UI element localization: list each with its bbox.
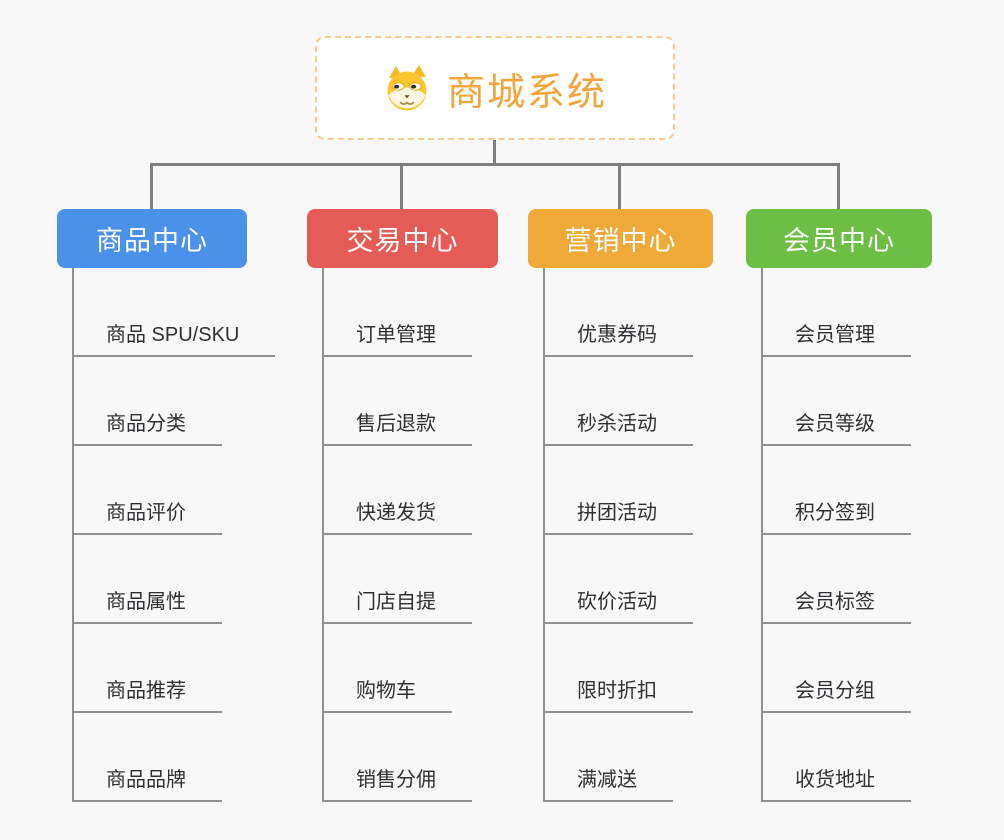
subtopic-item[interactable]: 会员标签 bbox=[761, 589, 911, 624]
subtopic-item[interactable]: 满减送 bbox=[543, 767, 673, 802]
branch-member-center[interactable]: 会员中心 bbox=[746, 209, 932, 268]
connector-root-stub bbox=[493, 140, 496, 166]
subtopic-item[interactable]: 销售分佣 bbox=[322, 767, 472, 802]
subtopic-item[interactable]: 限时折扣 bbox=[543, 678, 693, 713]
subtopic-item[interactable]: 会员分组 bbox=[761, 678, 911, 713]
subtopic-item[interactable]: 购物车 bbox=[322, 678, 452, 713]
subtopic-item[interactable]: 商品属性 bbox=[72, 589, 222, 624]
subtopic-item[interactable]: 优惠券码 bbox=[543, 322, 693, 357]
connector-drop bbox=[837, 163, 840, 210]
connector-drop bbox=[618, 163, 621, 210]
root-topic-title: 商城系统 bbox=[446, 71, 607, 114]
subtopic-item[interactable]: 会员管理 bbox=[761, 322, 911, 357]
branch-trunk bbox=[761, 268, 763, 802]
subtopic-item[interactable]: 秒杀活动 bbox=[543, 411, 693, 446]
branch-trunk bbox=[72, 268, 74, 802]
subtopic-item[interactable]: 砍价活动 bbox=[543, 589, 693, 624]
root-topic[interactable]: 商城系统 bbox=[315, 36, 675, 140]
branch-marketing-center[interactable]: 营销中心 bbox=[528, 209, 713, 268]
branch-trunk bbox=[543, 268, 545, 802]
subtopic-item[interactable]: 拼团活动 bbox=[543, 500, 693, 535]
subtopic-item[interactable]: 订单管理 bbox=[322, 322, 472, 357]
connector-drop bbox=[400, 163, 403, 210]
branch-trunk bbox=[322, 268, 324, 802]
subtopic-item[interactable]: 商品分类 bbox=[72, 411, 222, 446]
branch-product-center[interactable]: 商品中心 bbox=[57, 209, 247, 268]
subtopic-item[interactable]: 快递发货 bbox=[322, 500, 472, 535]
subtopic-item[interactable]: 商品品牌 bbox=[72, 767, 222, 802]
subtopic-item[interactable]: 门店自提 bbox=[322, 589, 472, 624]
subtopic-item[interactable]: 商品推荐 bbox=[72, 678, 222, 713]
subtopic-item[interactable]: 商品评价 bbox=[72, 500, 222, 535]
subtopic-item[interactable]: 商品 SPU/SKU bbox=[72, 322, 276, 357]
connector-drop bbox=[150, 163, 153, 210]
subtopic-item[interactable]: 会员等级 bbox=[761, 411, 911, 446]
subtopic-item[interactable]: 收货地址 bbox=[761, 767, 911, 802]
subtopic-item[interactable]: 售后退款 bbox=[322, 411, 472, 446]
doge-icon bbox=[383, 65, 431, 111]
connector-horizontal bbox=[150, 163, 840, 166]
branch-trade-center[interactable]: 交易中心 bbox=[307, 209, 498, 268]
subtopic-item[interactable]: 积分签到 bbox=[761, 500, 911, 535]
